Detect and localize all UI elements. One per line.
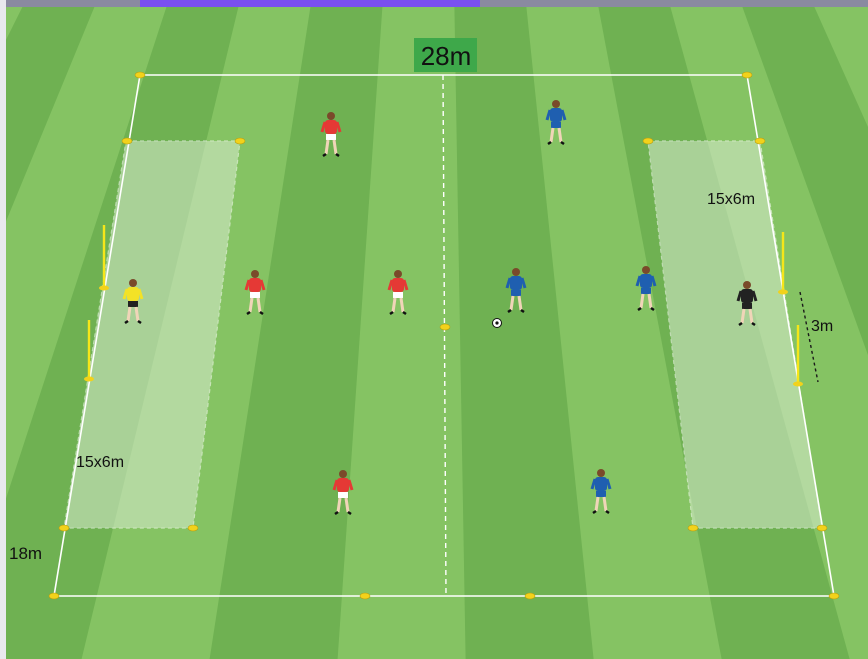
player-leg [519,296,521,310]
player-shirt [325,120,337,134]
player-boot [739,323,742,325]
player-boot [125,321,128,323]
player-boot [593,511,596,513]
cone-marker [440,324,450,330]
player-head [394,270,402,278]
cone-marker [643,138,653,144]
cone-marker [817,525,827,531]
player-shirt [249,278,261,292]
pitch-area: 28m 18m 15x6m 15x6m 3m [6,7,868,659]
player-shirt [741,289,753,303]
pitch-width-label: 28m [421,41,472,71]
player-head [597,469,605,477]
player-leg [401,298,403,312]
player-head [339,470,347,478]
cone-marker [235,138,245,144]
player-shirt [127,287,139,301]
player-leg [641,294,643,308]
player-leg [258,298,260,312]
player-leg [750,309,752,323]
player-boot [335,512,338,514]
cone-marker [688,525,698,531]
player-leg [649,294,651,308]
cone-marker [49,593,59,599]
player-boot [521,310,524,312]
player-leg [346,498,348,512]
player-boot [651,308,654,310]
player-head [512,268,520,276]
zone-left-label: 15x6m [76,454,124,471]
player-leg [559,128,561,142]
player-shorts [326,134,336,140]
player-shirt [337,478,349,492]
player-boot [508,310,511,312]
player-shorts [338,492,348,498]
player-boot [752,323,755,325]
player-shorts [596,491,606,497]
player-boot [561,142,564,144]
cone-marker [360,593,370,599]
player-shirt [640,274,652,288]
player-leg [136,307,138,321]
player-leg [393,298,395,312]
player-shirt [550,108,562,122]
player-boot [323,154,326,156]
cone-marker [829,593,839,599]
cone-marker [525,593,535,599]
cone-marker [188,525,198,531]
player-head [743,281,751,289]
player-shorts [742,303,752,309]
player-shirt [595,477,607,491]
player-leg [326,140,328,154]
player-boot [336,154,339,156]
cone-marker [742,72,752,78]
pole-base [84,377,94,382]
player-shorts [511,290,521,296]
pole-base [99,286,109,291]
player-leg [338,498,340,512]
player-head [642,266,650,274]
top-bar-accent [140,0,480,7]
player-leg [250,298,252,312]
player-leg [334,140,336,154]
pole-base [778,290,788,295]
player-shorts [128,301,138,307]
player-leg [596,497,598,511]
player-boot [247,312,250,314]
player-boot [348,512,351,514]
cone-marker [59,525,69,531]
player-shorts [393,292,403,298]
player-leg [511,296,513,310]
player-boot [138,321,141,323]
player-boot [548,142,551,144]
player-shorts [641,288,651,294]
player-boot [638,308,641,310]
cone-marker [755,138,765,144]
player-leg [604,497,606,511]
player-leg [128,307,130,321]
cone-marker [122,138,132,144]
player-shorts [250,292,260,298]
pole-base [793,382,803,387]
player-head [327,112,335,120]
player-leg [551,128,553,142]
pitch-length-label: 18m [9,544,42,563]
player-boot [260,312,263,314]
player-shirt [392,278,404,292]
cone-marker [135,72,145,78]
player-boot [390,312,393,314]
player-boot [403,312,406,314]
player-shorts [551,122,561,128]
soccer-ball-patch [495,321,498,324]
player-shirt [510,276,522,290]
player-leg [742,309,744,323]
player-head [251,270,259,278]
player-head [129,279,137,287]
player-boot [606,511,609,513]
pitch-svg: 28m 18m 15x6m 15x6m 3m [6,7,868,659]
goal-width-label: 3m [811,318,833,335]
player-head [552,100,560,108]
zone-right-label: 15x6m [707,191,755,208]
